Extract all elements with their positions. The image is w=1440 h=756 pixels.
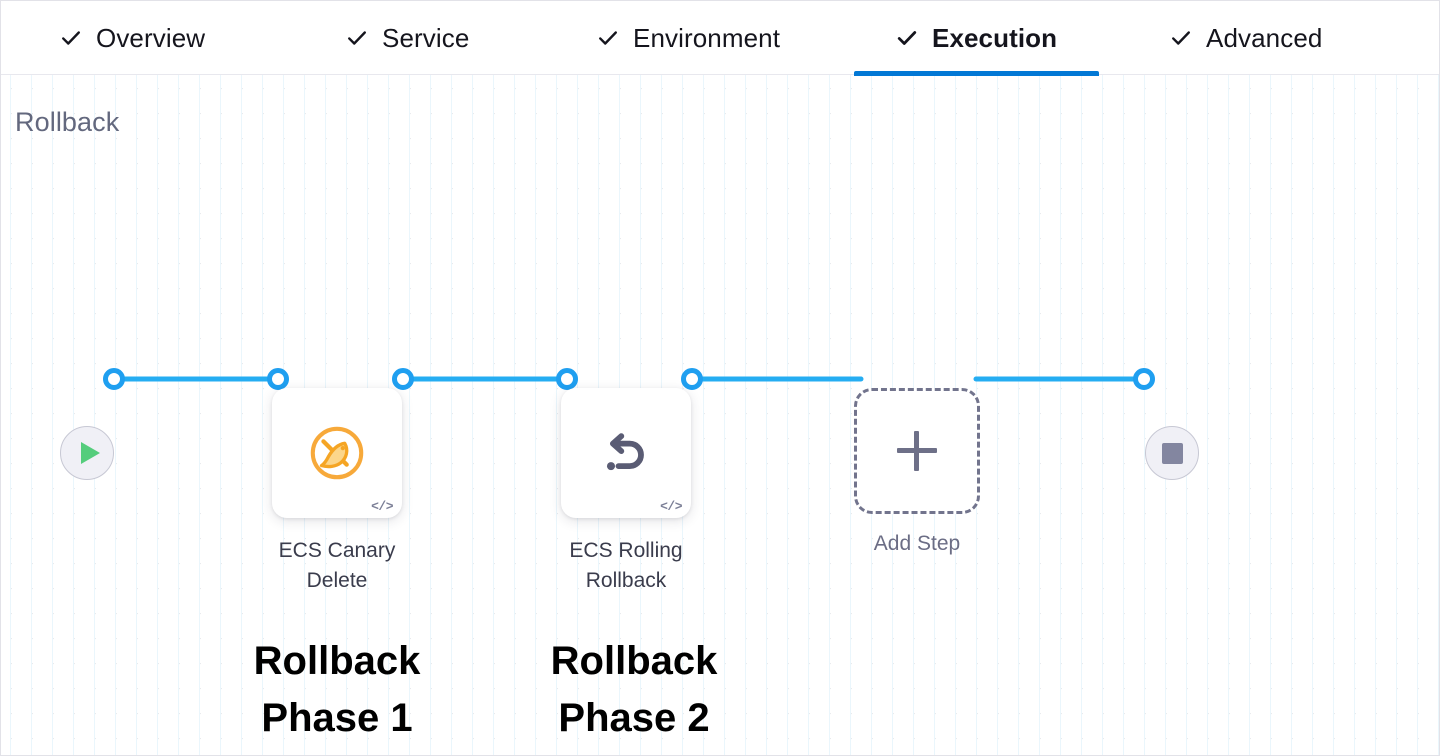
step-node-ecs-canary-delete[interactable]: </> ECS Canary Delete — [272, 388, 402, 592]
check-icon — [896, 27, 918, 49]
section-title-rollback: Rollback — [15, 107, 120, 137]
rollback-arrow-icon — [606, 433, 644, 471]
pipeline-end-node[interactable] — [1145, 426, 1199, 480]
pipeline-canvas[interactable]: Rollback — [1, 75, 1439, 755]
tab-service[interactable]: Service — [342, 1, 473, 75]
stop-icon — [1161, 442, 1183, 464]
add-step-node[interactable]: Add Step — [854, 388, 980, 555]
tab-label: Execution — [932, 22, 1058, 53]
check-icon — [60, 27, 82, 49]
step-card[interactable]: </> — [561, 388, 691, 518]
tab-label: Advanced — [1206, 22, 1323, 53]
tab-environment[interactable]: Environment — [593, 1, 784, 75]
pipeline-stage-tab-bar: Overview Service Environment Execution — [1, 1, 1439, 76]
step-label: ECS Canary Delete — [278, 539, 396, 592]
step-card[interactable]: </> — [272, 388, 402, 518]
pipeline-start-node[interactable] — [60, 426, 114, 480]
step-label: ECS Rolling Rollback — [569, 539, 683, 592]
tab-advanced[interactable]: Advanced — [1166, 1, 1326, 75]
check-icon — [597, 27, 619, 49]
annotation-rollback-phase-2: Rollback Phase 2 — [550, 639, 718, 740]
plus-icon — [897, 431, 937, 471]
add-step-label: Add Step — [873, 532, 961, 555]
check-icon — [346, 27, 368, 49]
tab-label: Environment — [633, 22, 781, 53]
code-badge-icon: </> — [660, 499, 682, 514]
step-node-ecs-rolling-rollback[interactable]: </> ECS Rolling Rollback — [561, 388, 691, 592]
tab-label: Service — [382, 22, 470, 53]
annotation-rollback-phase-1: Rollback Phase 1 — [253, 639, 421, 740]
ecs-harness-icon — [310, 426, 364, 480]
tab-label: Overview — [96, 22, 206, 53]
play-icon — [80, 442, 100, 464]
tab-active-underline — [854, 70, 1100, 76]
code-badge-icon: </> — [371, 499, 393, 514]
check-icon — [1170, 27, 1192, 49]
add-step-dashed-box[interactable] — [854, 388, 980, 514]
tab-overview[interactable]: Overview — [56, 1, 209, 75]
tab-execution[interactable]: Execution — [854, 1, 1100, 76]
